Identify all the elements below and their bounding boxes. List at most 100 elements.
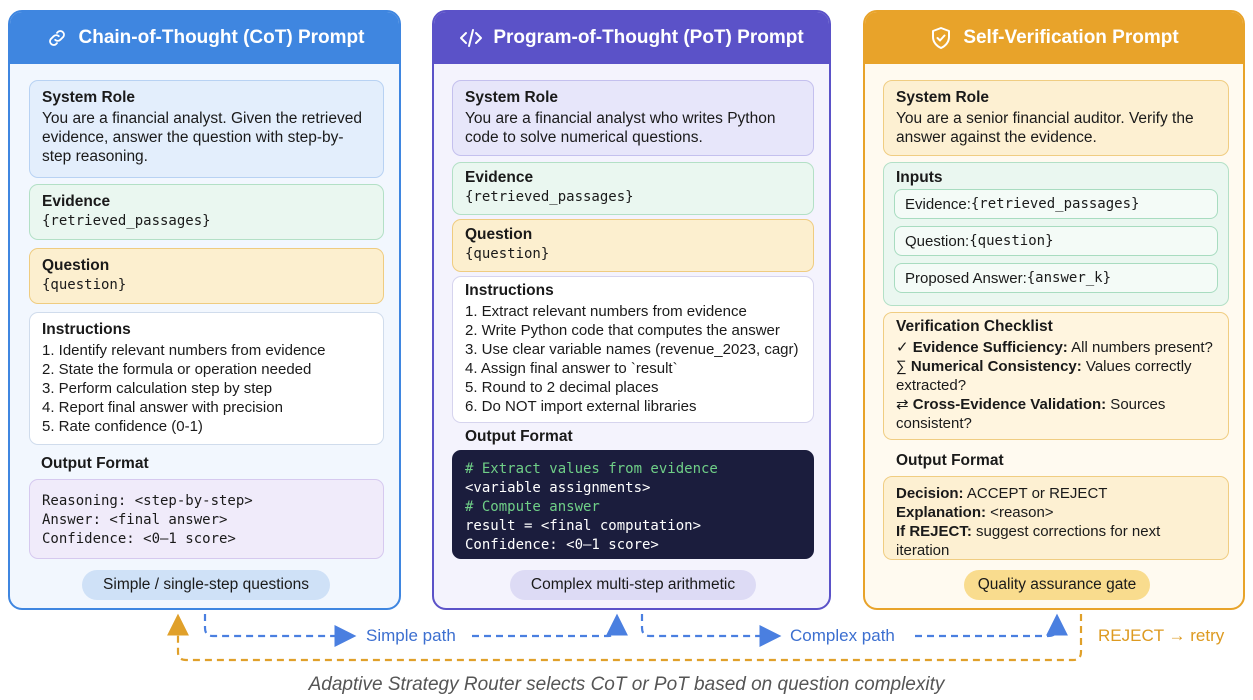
sv-output-bold: Explanation:: [896, 504, 987, 521]
complex-path-label: Complex path: [790, 626, 895, 645]
cot-output-line: Reasoning: <step-by-step>: [42, 493, 253, 509]
sv-input-evidence: Evidence: {retrieved_passages}: [894, 189, 1218, 219]
sv-checklist-text: Sources consistent?: [896, 396, 1166, 432]
sv-checklist-bold: Numerical Consistency:: [910, 358, 1082, 375]
sigma-icon: ∑: [896, 358, 907, 375]
cot-output-line: Confidence: <0–1 score>: [42, 531, 236, 547]
pot-system-role-card: System Role You are a financial analyst …: [452, 80, 814, 156]
cot-title: Chain-of-Thought (CoT) Prompt: [78, 27, 365, 48]
sv-checklist-bold: Cross-Evidence Validation:: [912, 396, 1107, 413]
pot-instruction-item: 5. Round to 2 decimal places: [465, 379, 659, 396]
code-icon: [459, 26, 483, 50]
pot-header: Program-of-Thought (PoT) Prompt: [434, 12, 829, 64]
cot-evidence-title: Evidence: [42, 193, 111, 210]
cot-panel: Chain-of-Thought (CoT) Prompt System Rol…: [8, 10, 401, 610]
sv-output-text: suggest corrections for next iteration: [896, 523, 1161, 559]
sv-inputs-title: Inputs: [896, 169, 943, 186]
sv-checklist-item: ∑ Numerical Consistency: Values correctl…: [896, 357, 1216, 395]
pot-instruction-item: 1. Extract relevant numbers from evidenc…: [465, 303, 747, 320]
sv-checklist-title: Verification Checklist: [896, 318, 1053, 335]
pot-instruction-item: 2. Write Python code that computes the a…: [465, 322, 780, 339]
cot-header: Chain-of-Thought (CoT) Prompt: [10, 12, 399, 64]
cot-instruction-item: 2. State the formula or operation needed: [42, 361, 312, 378]
cot-system-role-title: System Role: [42, 89, 136, 106]
complex-path-arrow-a: [640, 614, 782, 647]
cot-system-role-text: You are a financial analyst. Given the r…: [42, 110, 362, 165]
pot-question-card: Question {question}: [452, 219, 814, 272]
pot-output-title: Output Format: [465, 428, 573, 445]
cot-evidence-card: Evidence {retrieved_passages}: [29, 184, 384, 240]
cot-tag: Simple / single-step questions: [82, 570, 330, 600]
cot-evidence-value: {retrieved_passages}: [42, 213, 211, 229]
pot-instruction-item: 3. Use clear variable names (revenue_202…: [465, 341, 799, 358]
cot-instruction-item: 1. Identify relevant numbers from eviden…: [42, 342, 326, 359]
sv-output-text: <reason>: [986, 504, 1054, 521]
router-caption: Adaptive Strategy Router selects CoT or …: [308, 674, 945, 695]
sv-checklist-text: All numbers present?: [1067, 339, 1213, 356]
cot-instructions-card: Instructions 1. Identify relevant number…: [29, 312, 384, 445]
pot-question-value: {question}: [465, 246, 550, 262]
pot-question-title: Question: [465, 226, 533, 243]
sv-output-text: ACCEPT or REJECT: [963, 485, 1108, 502]
sv-title: Self-Verification Prompt: [963, 27, 1179, 48]
reject-retry-label: REJECT → retry: [1098, 626, 1225, 645]
sv-checklist-card: Verification Checklist ✓ Evidence Suffic…: [883, 312, 1229, 440]
pot-evidence-card: Evidence {retrieved_passages}: [452, 162, 814, 215]
pot-code-line-comment: # Extract values from evidence: [465, 461, 718, 477]
pot-panel: Program-of-Thought (PoT) Prompt System R…: [432, 10, 831, 610]
cot-question-card: Question {question}: [29, 248, 384, 304]
pot-code-line: Confidence: <0–1 score>: [465, 537, 659, 553]
complex-path-arrow-b: [915, 613, 1068, 638]
sv-checklist-item: ⇄ Cross-Evidence Validation: Sources con…: [896, 395, 1216, 433]
pot-system-role-title: System Role: [465, 89, 559, 106]
sv-checklist-text: Values correctly extracted?: [896, 358, 1192, 394]
cot-output-card: Reasoning: <step-by-step> Answer: <final…: [29, 479, 384, 559]
sv-output-line: Explanation: <reason>: [896, 503, 1216, 522]
cot-instruction-item: 4. Report final answer with precision: [42, 399, 283, 416]
pot-instructions-title: Instructions: [465, 282, 554, 299]
sv-output-line: Decision: ACCEPT or REJECT: [896, 484, 1216, 503]
pot-instruction-item: 6. Do NOT import external libraries: [465, 398, 697, 415]
sv-checklist-bold: Evidence Sufficiency:: [912, 339, 1068, 356]
sv-input-label: Question:: [905, 232, 970, 250]
sv-input-proposed-answer: Proposed Answer: {answer_k}: [894, 263, 1218, 293]
sv-output-bold: If REJECT:: [896, 523, 972, 540]
cot-question-title: Question: [42, 257, 110, 274]
sv-input-question: Question: {question}: [894, 226, 1218, 256]
simple-path-arrow-b: [472, 613, 628, 638]
simple-path-arrow-a: [203, 614, 357, 647]
pot-title: Program-of-Thought (PoT) Prompt: [493, 27, 804, 48]
pot-code-line-comment: # Compute answer: [465, 499, 600, 515]
pot-code-line: <variable assignments>: [465, 480, 651, 496]
sv-output-card: Decision: ACCEPT or REJECT Explanation: …: [883, 476, 1229, 560]
cot-output-title: Output Format: [41, 455, 149, 472]
sv-output-bold: Decision:: [896, 485, 964, 502]
link-icon: [45, 26, 69, 50]
sv-system-role-text: You are a senior financial auditor. Veri…: [896, 110, 1194, 146]
check-icon: ✓: [896, 339, 909, 356]
cot-system-role-card: System Role You are a financial analyst.…: [29, 80, 384, 178]
cot-instructions-title: Instructions: [42, 321, 131, 338]
simple-path-label: Simple path: [366, 626, 456, 645]
cot-instruction-item: 3. Perform calculation step by step: [42, 380, 273, 397]
sv-header: Self-Verification Prompt: [865, 12, 1243, 64]
pot-evidence-value: {retrieved_passages}: [465, 189, 634, 205]
sv-input-value: {question}: [969, 233, 1054, 249]
sv-tag: Quality assurance gate: [964, 570, 1150, 600]
cot-question-value: {question}: [42, 277, 127, 293]
sv-system-role-card: System Role You are a senior financial a…: [883, 80, 1229, 156]
sv-output-title: Output Format: [896, 452, 1004, 469]
pot-tag: Complex multi-step arithmetic: [510, 570, 756, 600]
sv-input-label: Proposed Answer:: [905, 269, 1027, 287]
sv-input-value: {answer_k}: [1026, 270, 1112, 286]
pot-evidence-title: Evidence: [465, 169, 534, 186]
pot-instruction-item: 4. Assign final answer to `result`: [465, 360, 678, 377]
swap-arrows-icon: ⇄: [896, 396, 909, 413]
pot-code-line: result = <final computation>: [465, 518, 702, 534]
shield-check-icon: [929, 26, 953, 50]
sv-system-role-title: System Role: [896, 89, 990, 106]
pot-instructions-card: Instructions 1. Extract relevant numbers…: [452, 276, 814, 423]
sv-input-value: {retrieved_passages}: [970, 196, 1140, 212]
sv-input-label: Evidence:: [905, 195, 971, 213]
cot-output-line: Answer: <final answer>: [42, 512, 228, 528]
